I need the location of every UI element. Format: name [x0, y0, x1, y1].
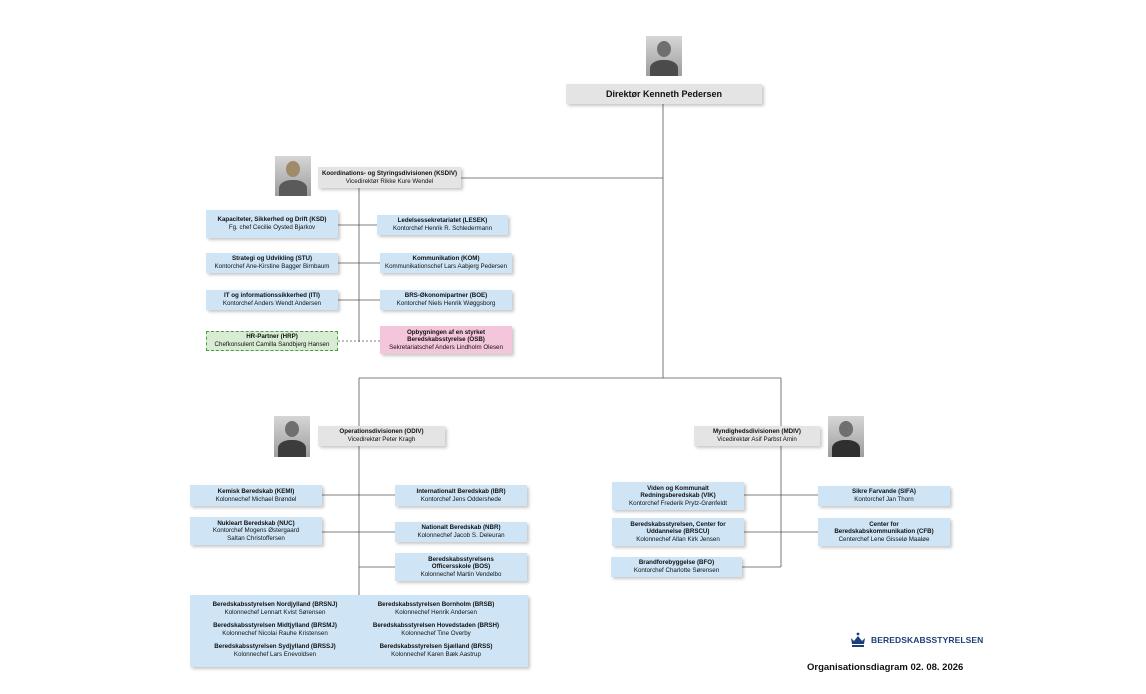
unit-person: Kontorchef Jan Thorn	[854, 496, 914, 503]
unit-person: Kolonnechef Nicolai Rauhe Kristensen	[222, 629, 328, 637]
unit-person: Kontorchef Niels Henrik Wøggsborg	[396, 300, 496, 307]
unit-brssj: Beredskabsstyrelsen Sydjylland (BRSSJ) K…	[190, 643, 360, 659]
unit-person: Kontorchef Charlotte Sørensen	[633, 567, 720, 574]
odiv-person: Vicedirektør Peter Kragh	[347, 436, 416, 443]
unit-ksd: Kapaciteter, Sikkerhed og Drift (KSD) Fg…	[206, 210, 338, 238]
director-title: Direktør Kenneth Pedersen	[605, 88, 723, 99]
unit-person: Kolonnechef Karen Bæk Aastrup	[391, 650, 481, 658]
odiv-title: Operationsdivisionen (ODIV)	[339, 428, 424, 436]
unit-person: Kommunikationschef Lars Aabjerg Pedersen	[384, 263, 508, 270]
unit-cfb: Center for Beredskabskommunikation (CFB)…	[818, 518, 950, 546]
unit-title: Beredskabsstyrelsen Nordjylland (BRSNJ)	[212, 601, 338, 608]
unit-stu: Strategi og Udvikling (STU) Kontorchef A…	[206, 253, 338, 273]
beredskabsstyrelsen-logo: BEREDSKABSSTYRELSEN	[849, 631, 983, 649]
unit-title: Beredskabsstyrelsen Hovedstaden (BRSH)	[372, 622, 500, 629]
logo-text: BEREDSKABSSTYRELSEN	[871, 635, 984, 645]
unit-brscu: Beredskabsstyrelsen, Center for Uddannel…	[612, 518, 744, 546]
unit-osb: Opbygningen af en styrket Beredskabsstyr…	[380, 326, 512, 354]
crown-icon	[851, 632, 865, 647]
unit-brsnj: Beredskabsstyrelsen Nordjylland (BRSNJ) …	[190, 601, 360, 617]
unit-title: Beredskabsstyrelsen Bornholm (BRSB)	[377, 601, 495, 608]
mdiv-person: Vicedirektør Asif Parbst Amin	[717, 436, 797, 443]
unit-person: Kolonnechef Tine Overby	[401, 629, 471, 637]
director-box: Direktør Kenneth Pedersen	[566, 84, 762, 104]
unit-person: Fg. chef Cecilie Oysted Bjarkov	[228, 224, 316, 231]
unit-title: BRS-Økonomipartner (BOE)	[404, 292, 488, 300]
unit-nuc: Nukleart Beredskab (NUC) Kontorchef Moge…	[190, 517, 322, 545]
unit-person: Chefkonsulent Camilla Sandbjerg Hansen	[214, 341, 330, 348]
unit-title: Beredskabsstyrelsen Midtjylland (BRSMJ)	[213, 622, 337, 629]
unit-bos: Beredskabsstyrelsens Officersskole (BOS)…	[395, 553, 527, 581]
unit-brss: Beredskabsstyrelsen Sjælland (BRSS) Kolo…	[351, 643, 521, 659]
unit-person: Kolonnechef Lennart Kvist Sørensen	[224, 608, 326, 616]
unit-title: Beredskabsstyrelsen Sjælland (BRSS)	[379, 643, 493, 650]
unit-title: Ledelsessekretariatet (LESEK)	[397, 217, 488, 225]
unit-person: Kolonnechef Henrik Andersen	[395, 608, 477, 616]
odiv-box: Operationsdivisionen (ODIV) Vicedirektør…	[318, 426, 445, 446]
unit-hrp: HR-Partner (HRP) Chefkonsulent Camilla S…	[206, 331, 338, 351]
unit-person: Kontorchef Mogens Østergaard Saltan Chri…	[212, 527, 300, 542]
unit-nbr: Nationalt Beredskab (NBR) Kolonnechef Ja…	[395, 522, 527, 542]
unit-person: Centerchef Lene Gisselø Maaløe	[838, 535, 930, 543]
unit-vik: Viden og Kommunalt Redningsberedskab (VI…	[612, 482, 744, 510]
unit-kom: Kommunikation (KOM) Kommunikationschef L…	[380, 253, 512, 273]
unit-title: Nukleart Beredskab (NUC)	[217, 519, 295, 527]
ksdiv-person: Vicedirektør Rikke Kure Wendel	[345, 177, 434, 185]
unit-iti: IT og informationssikkerhed (ITI) Kontor…	[206, 290, 338, 310]
ksdiv-photo	[275, 156, 311, 196]
unit-title: Beredskabsstyrelsen, Center for Uddannel…	[630, 520, 726, 536]
unit-lesek: Ledelsessekretariatet (LESEK) Kontorchef…	[377, 215, 508, 235]
unit-title: Internationalt Beredskab (IBR)	[416, 487, 506, 495]
unit-person: Kontorchef Jens Oddershede	[420, 495, 502, 503]
mdiv-box: Myndighedsdivisionen (MDIV) Vicedirektør…	[694, 426, 820, 446]
unit-sifa: Sikre Farvande (SIFA) Kontorchef Jan Tho…	[818, 486, 950, 506]
mdiv-title: Myndighedsdivisionen (MDIV)	[712, 428, 801, 436]
ksdiv-title: Koordinations- og Styringsdivisionen (KS…	[321, 169, 458, 177]
diagram-title: Organisationsdiagram 02. 08. 2026	[807, 662, 964, 673]
unit-person: Kontorchef Frederik Prytz-Grønfeldt	[629, 499, 727, 507]
unit-title: Brandforebyggelse (BFO)	[638, 559, 715, 567]
unit-brsh: Beredskabsstyrelsen Hovedstaden (BRSH) K…	[351, 622, 521, 638]
unit-title: Opbygningen af en styrket Beredskabsstyr…	[406, 328, 486, 344]
ksdiv-box: Koordinations- og Styringsdivisionen (KS…	[318, 167, 461, 188]
unit-bfo: Brandforebyggelse (BFO) Kontorchef Charl…	[611, 557, 742, 577]
unit-title: Kapaciteter, Sikkerhed og Drift (KSD)	[217, 216, 327, 224]
unit-ibr: Internationalt Beredskab (IBR) Kontorche…	[395, 485, 527, 506]
director-photo	[646, 36, 682, 76]
unit-title: Beredskabsstyrelsens Officersskole (BOS)	[428, 555, 494, 571]
unit-title: Kommunikation (KOM)	[412, 255, 480, 263]
unit-kemi: Kemisk Beredskab (KEMI) Kolonnechef Mich…	[190, 485, 322, 506]
unit-person: Kontorchef Anders Wendt Andersen	[222, 300, 322, 307]
odiv-photo	[274, 416, 310, 457]
unit-person: Kontorchef Ane-Kirstine Bagger Birnbaum	[214, 263, 330, 270]
regional-units: Beredskabsstyrelsen Nordjylland (BRSNJ) …	[190, 595, 528, 667]
unit-title: Beredskabsstyrelsen Sydjylland (BRSSJ)	[214, 643, 336, 650]
unit-person: Kolonnechef Allan Kirk Jensen	[636, 535, 720, 543]
unit-person: Kolonnechef Martin Vendelbo	[420, 570, 502, 578]
unit-person: Kontorchef Henrik R. Schledermann	[392, 225, 493, 232]
unit-title: Strategi og Udvikling (STU)	[231, 255, 313, 263]
unit-title: IT og informationssikkerhed (ITI)	[224, 292, 320, 300]
unit-title: Nationalt Beredskab (NBR)	[421, 524, 501, 532]
mdiv-photo	[828, 416, 864, 457]
unit-person: Sekretariatschef Anders Lindholm Olesen	[389, 343, 503, 351]
unit-brsmj: Beredskabsstyrelsen Midtjylland (BRSMJ) …	[190, 622, 360, 638]
unit-person: Kolonnechef Michael Brøndel	[215, 495, 297, 503]
unit-person: Kolonnechef Jacob S. Deleuran	[417, 532, 505, 539]
unit-person: Kolonnechef Lars Enevoldsen	[233, 650, 317, 658]
unit-title: Center for Beredskabskommunikation (CFB)	[834, 520, 934, 536]
unit-title: Kemisk Beredskab (KEMI)	[217, 487, 295, 495]
unit-brsb: Beredskabsstyrelsen Bornholm (BRSB) Kolo…	[351, 601, 521, 617]
unit-title: Viden og Kommunalt Redningsberedskab (VI…	[640, 484, 716, 500]
unit-boe: BRS-Økonomipartner (BOE) Kontorchef Niel…	[380, 290, 512, 310]
unit-title: HR-Partner (HRP)	[246, 333, 298, 341]
unit-title: Sikre Farvande (SIFA)	[852, 488, 916, 496]
